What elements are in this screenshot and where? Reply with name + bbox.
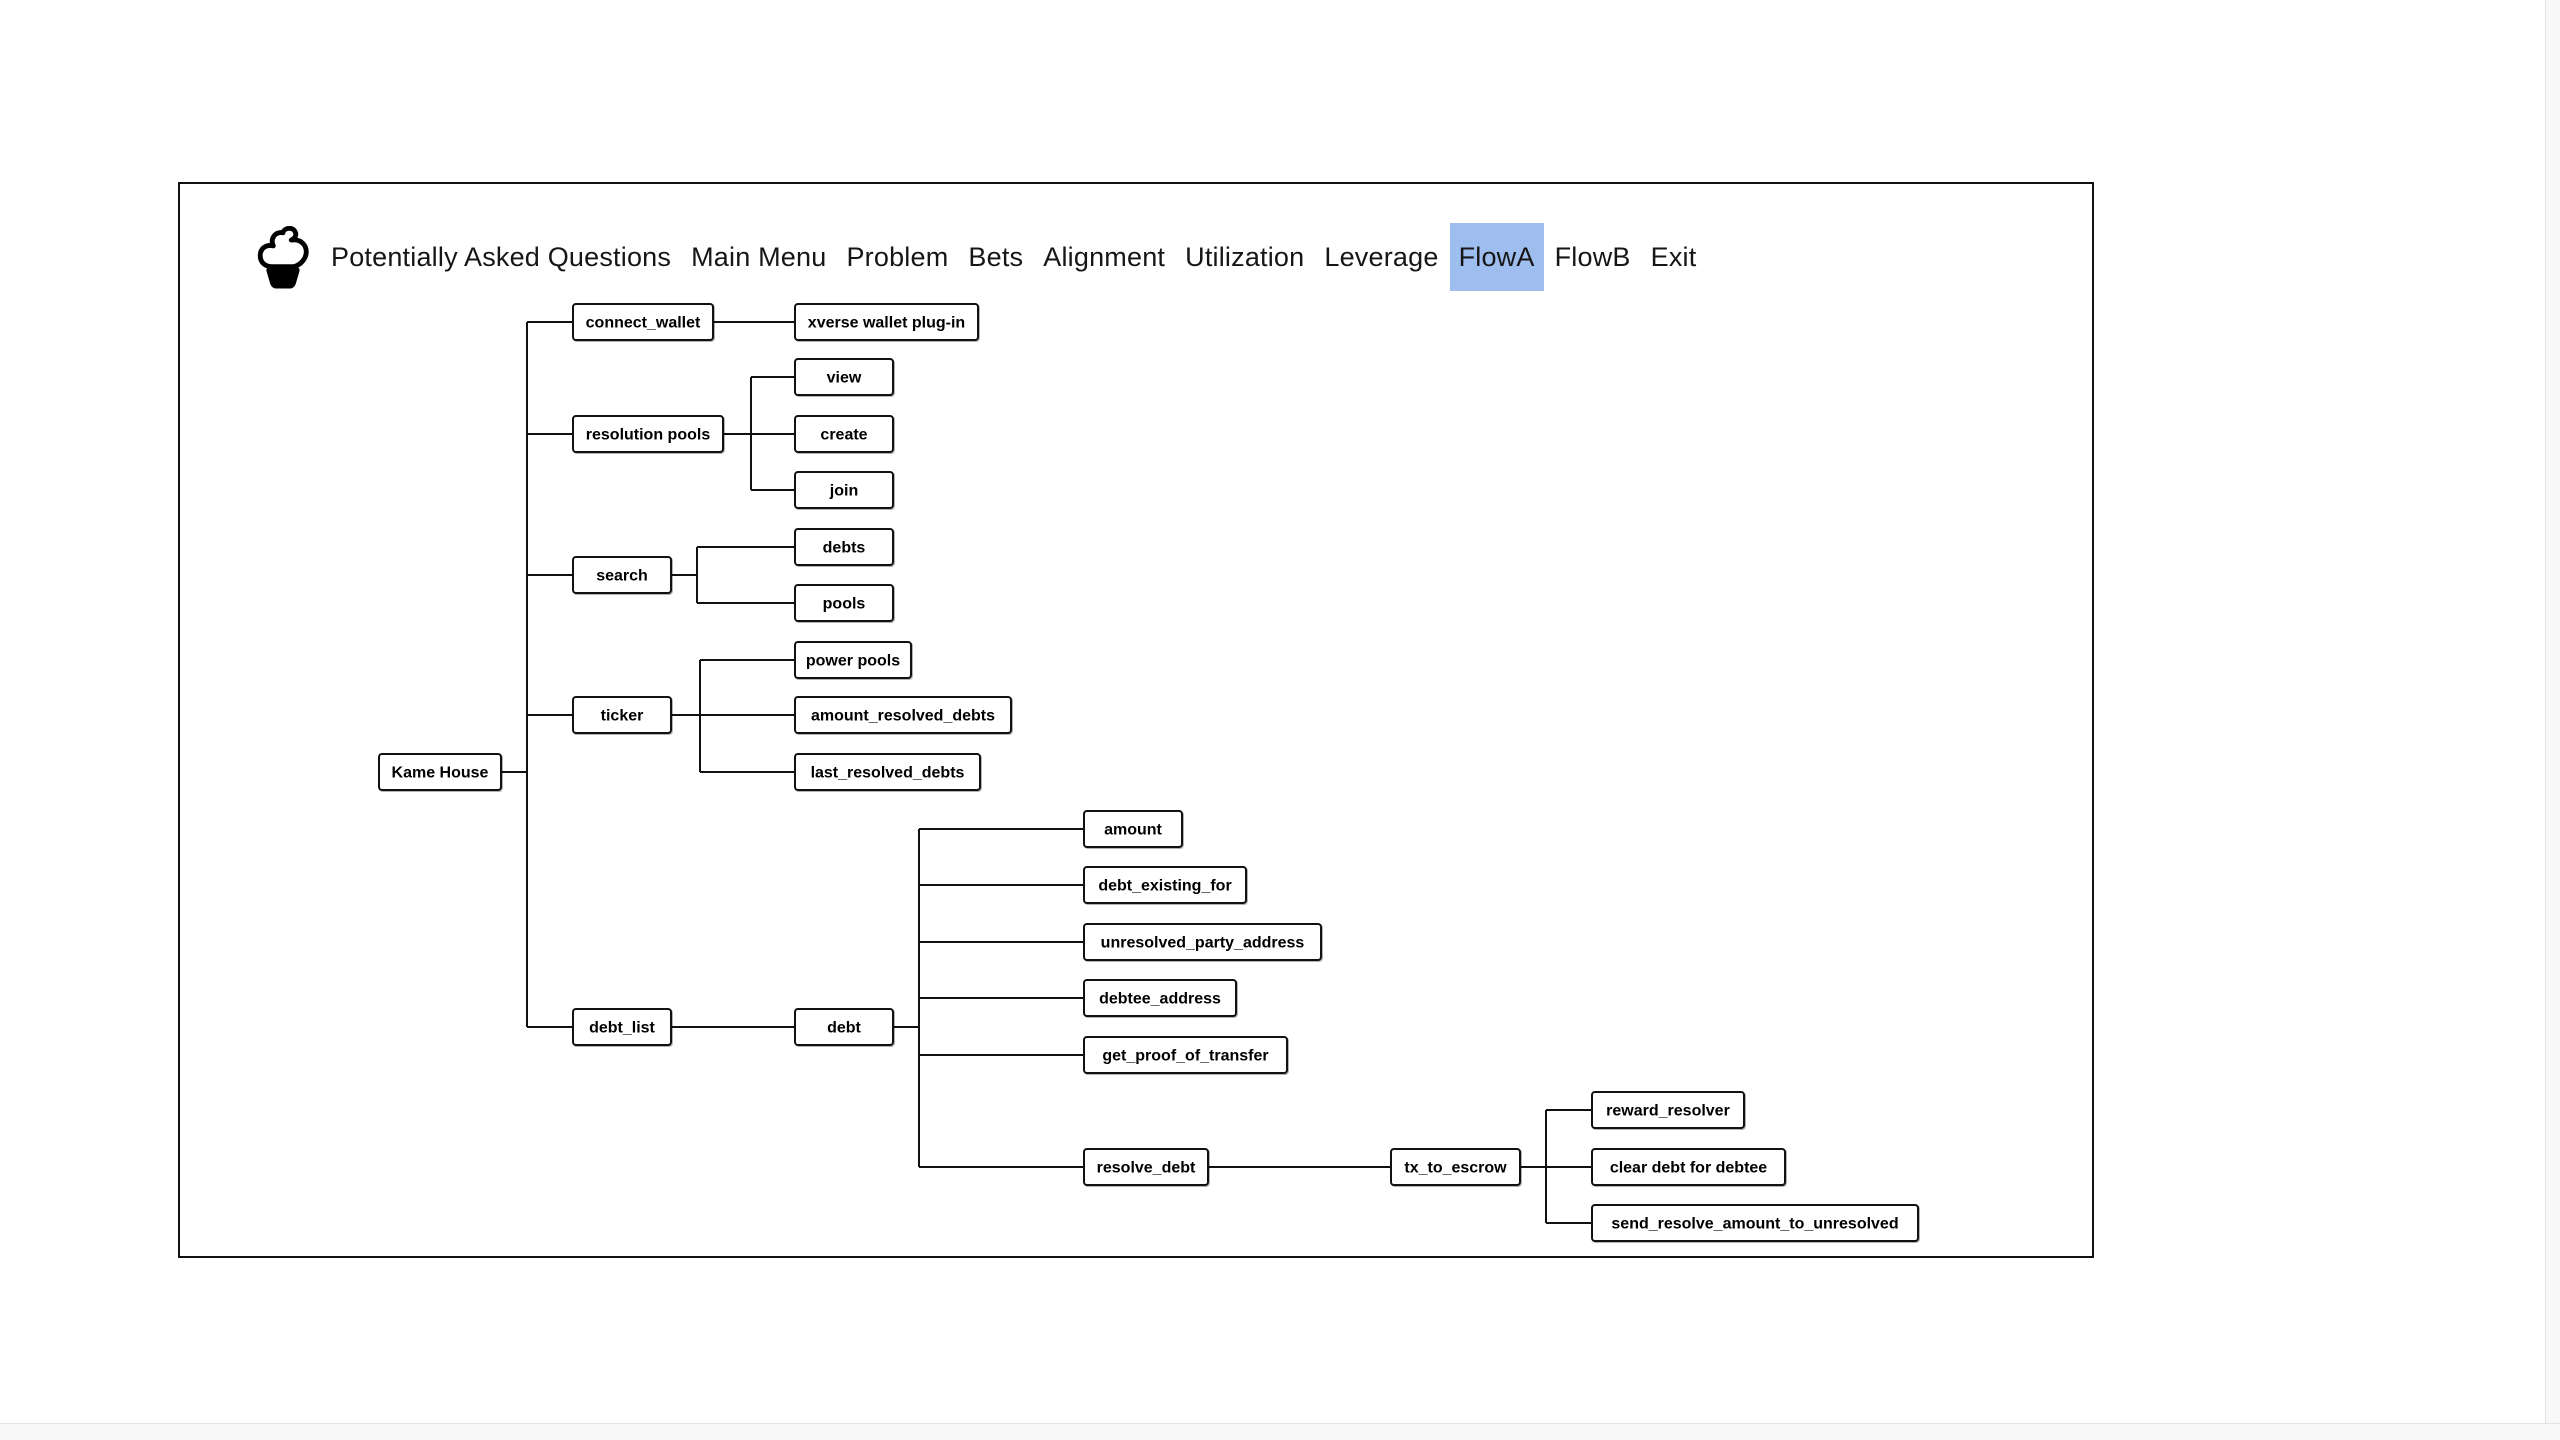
node-connect-wallet: connect_wallet — [572, 303, 714, 341]
node-resolution-pools: resolution pools — [572, 415, 724, 453]
horizontal-scrollbar[interactable] — [0, 1423, 2560, 1440]
node-box — [1591, 1091, 1745, 1129]
node-debts: debts — [794, 528, 894, 566]
node-clear-debt-for-debtee: clear debt for debtee — [1591, 1148, 1786, 1186]
node-label: Kame House — [392, 765, 489, 782]
node-label: get_proof_of_transfer — [1102, 1048, 1268, 1065]
node-box — [1083, 979, 1237, 1017]
node-label: search — [596, 568, 648, 585]
node-search: search — [572, 556, 672, 594]
node-box — [1591, 1148, 1786, 1186]
content-frame — [178, 182, 2094, 1258]
node-amount-resolved-debts: amount_resolved_debts — [794, 696, 1012, 734]
node-box — [572, 303, 714, 341]
node-box — [794, 415, 894, 453]
nav-item-flowb[interactable]: FlowB — [1554, 241, 1631, 272]
node-reward-resolver: reward_resolver — [1591, 1091, 1745, 1129]
node-resolve-debt: resolve_debt — [1083, 1148, 1209, 1186]
node-label: debts — [823, 540, 866, 557]
vertical-scrollbar[interactable] — [2545, 0, 2560, 1440]
node-unresolved-party-address: unresolved_party_address — [1083, 923, 1322, 961]
nav-item-alignment[interactable]: Alignment — [1043, 241, 1166, 272]
node-box — [572, 415, 724, 453]
node-label: last_resolved_debts — [811, 765, 965, 782]
node-label: clear debt for debtee — [1610, 1160, 1767, 1177]
node-debt: debt — [794, 1008, 894, 1046]
node-amount: amount — [1083, 810, 1183, 848]
node-box — [1083, 866, 1247, 904]
node-label: connect_wallet — [586, 315, 701, 332]
node-box — [572, 696, 672, 734]
node-label: xverse wallet plug-in — [808, 315, 965, 332]
node-box — [794, 303, 979, 341]
node-box — [794, 528, 894, 566]
node-box — [794, 1008, 894, 1046]
node-box — [794, 753, 981, 791]
node-box — [794, 471, 894, 509]
node-kame-house: Kame House — [378, 753, 502, 791]
node-label: unresolved_party_address — [1101, 935, 1305, 952]
node-send-resolve-amount-to-unresolved: send_resolve_amount_to_unresolved — [1591, 1204, 1919, 1242]
node-label: join — [829, 483, 858, 500]
node-debt-list: debt_list — [572, 1008, 672, 1046]
node-label: power pools — [806, 653, 900, 670]
nav-item-exit[interactable]: Exit — [1650, 241, 1697, 272]
nav-item-flowa[interactable]: FlowA — [1449, 223, 1544, 291]
node-label: amount — [1104, 822, 1162, 839]
node-label: debt_existing_for — [1098, 878, 1231, 895]
nav-item-potentially-asked-questions[interactable]: Potentially Asked Questions — [331, 241, 672, 272]
node-last-resolved-debts: last_resolved_debts — [794, 753, 981, 791]
node-label: debtee_address — [1099, 991, 1221, 1008]
node-label: send_resolve_amount_to_unresolved — [1611, 1216, 1898, 1233]
node-box — [794, 696, 1012, 734]
node-xverse-wallet-plug-in: xverse wallet plug-in — [794, 303, 979, 341]
main-nav: Potentially Asked Questions Main Menu Prob… — [331, 223, 1696, 291]
node-power-pools: power pools — [794, 641, 912, 679]
node-box — [1083, 810, 1183, 848]
node-debt-existing-for: debt_existing_for — [1083, 866, 1247, 904]
node-view: view — [794, 358, 894, 396]
node-ticker: ticker — [572, 696, 672, 734]
node-box — [572, 556, 672, 594]
node-box — [794, 641, 912, 679]
nav-item-problem[interactable]: Problem — [846, 241, 949, 272]
node-box — [378, 753, 502, 791]
node-label: amount_resolved_debts — [811, 708, 995, 725]
nav-item-leverage[interactable]: Leverage — [1324, 241, 1439, 272]
node-box — [1591, 1204, 1919, 1242]
node-box — [1083, 1148, 1209, 1186]
node-label: debt — [827, 1020, 861, 1037]
node-label: create — [820, 427, 867, 444]
node-join: join — [794, 471, 894, 509]
node-tx-to-escrow: tx_to_escrow — [1390, 1148, 1521, 1186]
ice-cream-icon — [257, 226, 309, 289]
node-label: resolve_debt — [1097, 1160, 1196, 1177]
node-box — [794, 584, 894, 622]
node-label: pools — [823, 596, 866, 613]
node-label: debt_list — [589, 1020, 655, 1037]
node-box — [1390, 1148, 1521, 1186]
node-label: view — [827, 370, 862, 387]
node-label: tx_to_escrow — [1404, 1160, 1507, 1177]
node-box — [1083, 923, 1322, 961]
node-get-proof-of-transfer: get_proof_of_transfer — [1083, 1036, 1288, 1074]
node-create: create — [794, 415, 894, 453]
node-label: resolution pools — [586, 427, 711, 444]
node-box — [572, 1008, 672, 1046]
nav-item-main-menu[interactable]: Main Menu — [691, 241, 827, 272]
node-pools: pools — [794, 584, 894, 622]
nav-item-utilization[interactable]: Utilization — [1185, 241, 1305, 272]
node-label: ticker — [601, 708, 644, 725]
node-debtee-address: debtee_address — [1083, 979, 1237, 1017]
node-label: reward_resolver — [1606, 1103, 1730, 1120]
node-box — [794, 358, 894, 396]
node-box — [1083, 1036, 1288, 1074]
nav-item-bets[interactable]: Bets — [968, 241, 1024, 272]
